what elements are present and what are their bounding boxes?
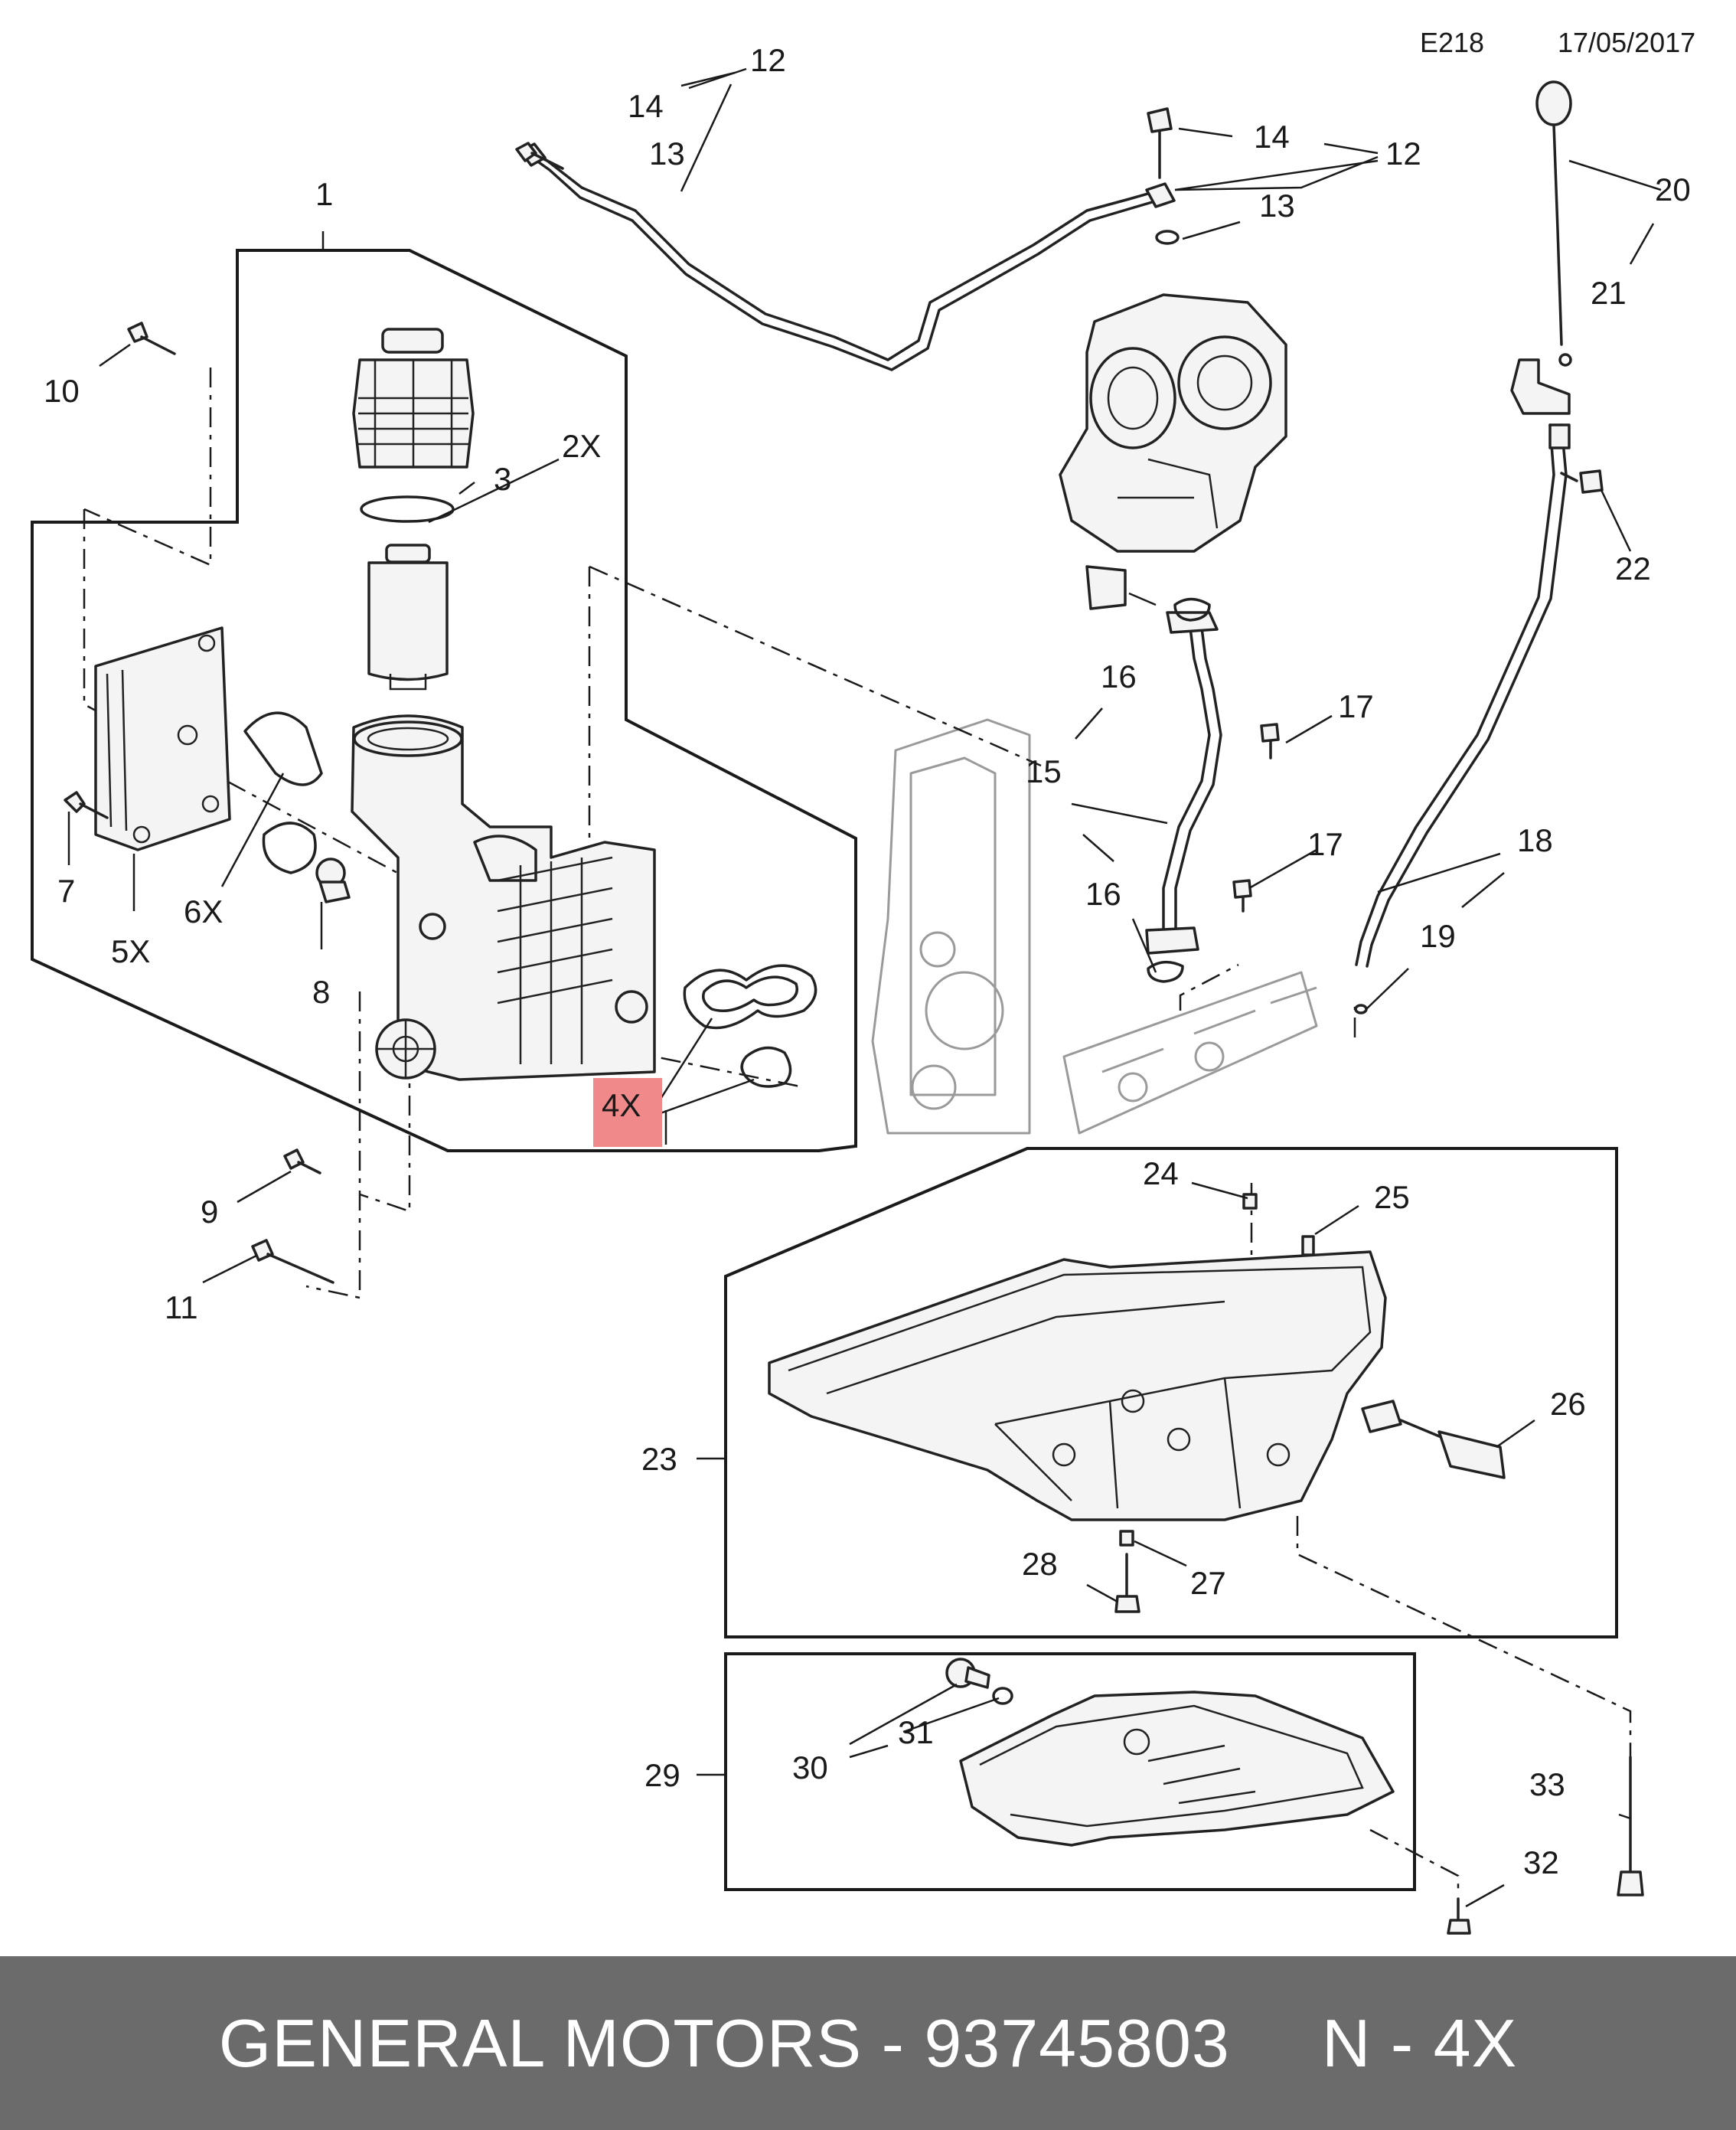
o-ring [1354,1004,1368,1014]
cooler-gasket [243,711,323,786]
callout-29: 29 [644,1757,680,1793]
bolt [1232,879,1252,913]
callout-32: 32 [1523,1844,1559,1880]
callout-7: 7 [57,873,75,909]
callout-27: 27 [1190,1565,1226,1601]
callout-6x: 6X [184,893,223,929]
callout-9: 9 [201,1194,218,1230]
callout-1: 1 [315,176,333,212]
alignment-line [1296,1516,1632,1757]
return-pipe-gasket [1147,961,1184,983]
callout-13-left: 13 [649,136,685,172]
long-bolt [1617,1756,1644,1896]
callout-28: 28 [1022,1546,1058,1582]
bolt [1114,1553,1140,1613]
callout-12-right: 12 [1385,136,1421,172]
lower-oil-pan [959,1691,1395,1847]
oil-filter-housing [351,714,656,1081]
alignment-line [359,976,411,1213]
oil-cooler [94,626,231,851]
callout-12-left: 12 [750,42,786,78]
brand-part-number: GENERAL MOTORS - 93745803 [218,2004,1230,2081]
o-ring-seal [360,495,455,523]
callout-26: 26 [1550,1386,1586,1422]
alignment-line [589,565,1042,767]
drain-plug-washer [992,1687,1013,1705]
pulley [375,1018,436,1080]
bolt [127,322,176,355]
callout-17-top: 17 [1338,688,1374,724]
callout-17-bottom: 17 [1307,826,1343,862]
diagram-code: E218 [1420,27,1484,58]
oil-filter-element [367,544,449,691]
callout-10-11: 11 [165,1289,198,1325]
part-number-footer: GENERAL MOTORS - 93745803 N - 4X [0,1956,1736,2130]
alignment-line [1369,1828,1460,1895]
callout-18: 18 [1517,822,1553,858]
callout-10: 10 [44,373,80,409]
oil-pressure-switch [315,858,351,903]
dowel-pin [1242,1193,1258,1210]
callout-19: 19 [1420,918,1456,954]
callout-16-bottom: 16 [1085,876,1121,912]
bolt [1560,469,1604,494]
highlight-box [593,1078,662,1147]
turbo-oil-feed-pipe [519,142,1176,371]
alignment-line [1179,963,1239,1011]
callout-30: 30 [792,1749,828,1785]
engine-block-outline [871,718,1318,1135]
callout-23: 23 [641,1441,677,1477]
turbo-oil-return-pipe [1145,611,1222,955]
upper-oil-pan [768,1250,1387,1521]
callout-2x: 2X [562,428,601,464]
callout-13-right: 13 [1259,188,1295,224]
callout-14-right: 14 [1254,119,1290,155]
dowel-pin [1301,1235,1315,1256]
callout-31: 31 [898,1714,934,1750]
callout-4x: 4X [602,1087,641,1123]
drain-plug [945,1658,990,1689]
dipstick-guide-tube [1355,358,1571,968]
oil-filter-cap [352,328,475,469]
lower-oil-pan-frame [724,1652,1416,1891]
alignment-line [83,368,212,567]
dowel-pin [1119,1530,1134,1547]
callout-14-left: 14 [628,88,664,124]
turbocharger [1059,293,1287,610]
callout-21: 21 [1591,275,1627,311]
bolt [1447,1897,1471,1935]
callout-8: 8 [312,974,330,1010]
cooler-gasket [262,822,317,874]
banjo-bolt [515,142,564,170]
callout-20: 20 [1655,172,1691,207]
callout-labels: 1 2X 3 4X 5X 6X 7 8 9 11 10 12 12 13 13 … [44,42,1691,1880]
housing-gasket-set [683,964,817,1088]
bolt [251,1239,334,1284]
bolt [1260,723,1280,760]
callout-5x: 5X [111,933,150,969]
callout-33: 33 [1529,1766,1565,1802]
oil-level-sensor [1361,1400,1506,1479]
quantity-label: N - 4X [1321,2004,1518,2081]
return-pipe-gasket [1173,597,1211,622]
callout-15: 15 [1026,753,1062,789]
diagram-date: 17/05/2017 [1558,27,1695,58]
seal-washer [1155,230,1180,245]
callout-25: 25 [1374,1179,1410,1215]
bolt [283,1148,321,1174]
callout-3: 3 [494,461,511,497]
exploded-parts-diagram: E218 17/05/2017 [31,27,1695,1935]
bolt [64,791,109,819]
o-ring [1558,353,1572,367]
dipstick [1535,80,1572,346]
callout-16-top: 16 [1101,658,1137,694]
banjo-bolt [1147,107,1173,179]
callout-24: 24 [1143,1155,1179,1191]
leader-lines [67,67,1662,1908]
alignment-line [305,991,361,1299]
upper-oil-pan-frame [724,1147,1618,1638]
callout-22: 22 [1615,550,1651,586]
oil-filter-housing-frame [31,249,857,1152]
